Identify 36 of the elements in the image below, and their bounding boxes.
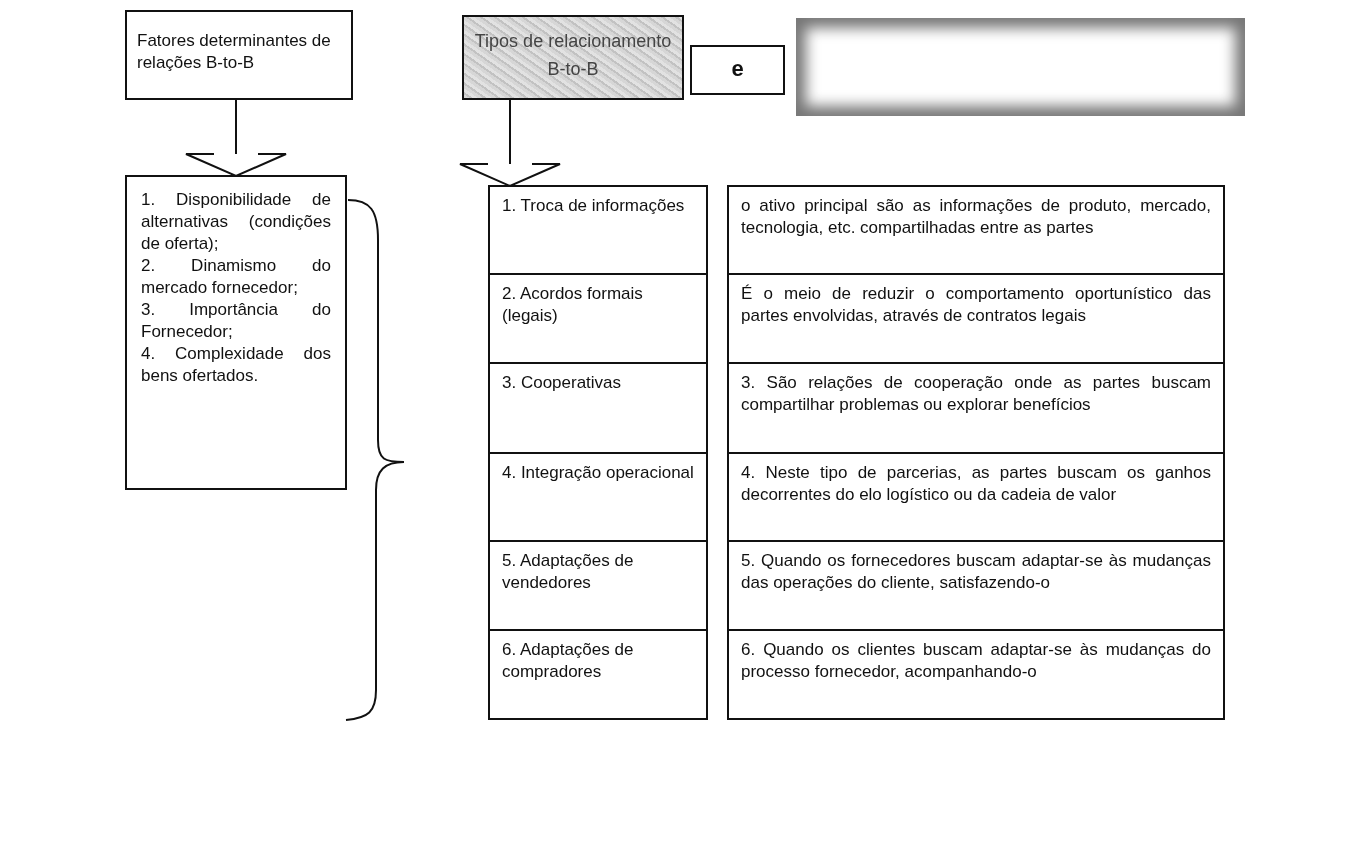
table-cell	[727, 185, 1225, 275]
list-item: 1. Disponibilidade de alternativas (condições de oferta);	[141, 189, 331, 255]
shaded-box	[796, 18, 1245, 116]
cell-text: 6. Quando os clientes buscam adaptar-se às mudanças do processo fornecedor, acompanhando-o	[741, 639, 1211, 683]
cell-text: 2. Acordos formais (legais)	[502, 283, 644, 327]
cell-text: 3. São relações de cooperação onde as partes buscam compartilhar problemas ou explorar benefícios	[741, 372, 1211, 416]
cell-text: 6. Adaptações de compradores	[502, 639, 635, 683]
table-cell	[488, 273, 708, 364]
table-cell	[727, 452, 1225, 542]
list-item: 2. Dinamismo do mercado fornecedor;	[141, 255, 331, 299]
table-cell	[488, 362, 708, 454]
table-cell	[488, 452, 708, 542]
heading-box	[125, 10, 353, 100]
list-item: 4. Complexidade dos bens ofertados.	[141, 343, 331, 387]
cell-text: 5. Quando os fornecedores buscam adaptar-se às mudanças das operações do cliente, satisfazendo-o	[741, 550, 1211, 594]
box-title: Tipos de relacionamento B-to-B	[473, 30, 673, 81]
table-cell	[727, 540, 1225, 631]
cell-text: 5. Adaptações de vendedores	[502, 550, 635, 594]
cell-text: É o meio de reduzir o comportamento oportunístico das partes envolvidas, através de contratos legais	[741, 283, 1211, 327]
cell-text: 4. Neste tipo de parcerias, as partes buscam os ganhos decorrentes do elo logístico ou da cadeia de valor	[741, 462, 1211, 506]
textured-box	[462, 15, 684, 100]
list-box	[125, 175, 347, 490]
cell-text: 4. Integração operacional	[502, 462, 694, 484]
cell-text: o ativo principal são as informações de produto, mercado, tecnologia, etc. compartilhadas entre as partes	[741, 195, 1211, 239]
table-cell	[488, 185, 708, 275]
box-title: Fatores determinantes de relações B-to-B	[137, 30, 332, 74]
table-cell	[488, 540, 708, 631]
connector-box	[690, 45, 785, 95]
table-cell	[727, 273, 1225, 364]
table-cell	[727, 629, 1225, 720]
cell-text: 3. Cooperativas	[502, 372, 623, 394]
table-cell	[488, 629, 708, 720]
list-item: 3. Importância do Fornecedor;	[141, 299, 331, 343]
table-cell	[727, 362, 1225, 454]
box-title: e	[730, 58, 745, 80]
cell-text: 1. Troca de informações	[502, 195, 686, 217]
